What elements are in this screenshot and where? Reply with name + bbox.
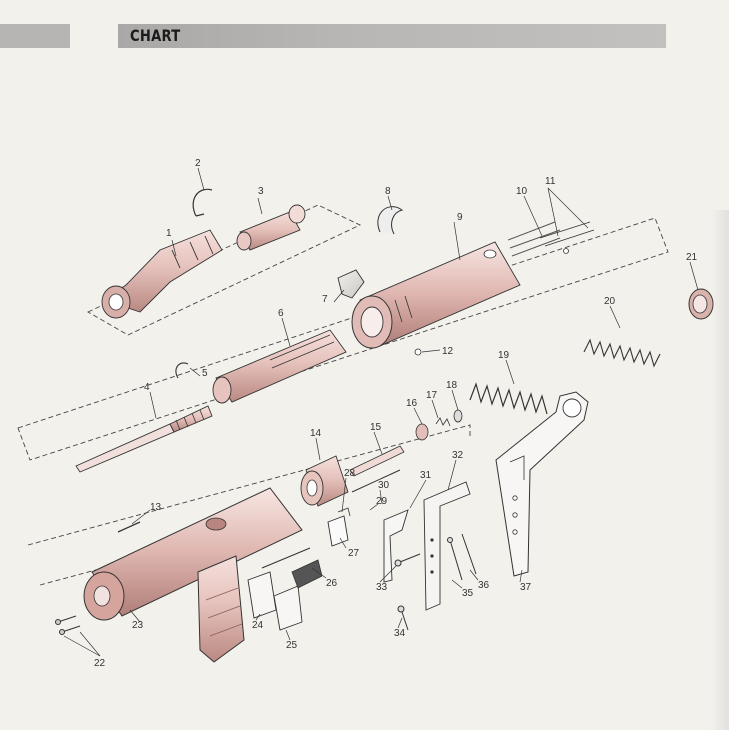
part-5-ring <box>175 362 189 379</box>
callout-29: 29 <box>376 496 388 507</box>
callout-14: 14 <box>310 428 322 439</box>
part-12-ball <box>414 348 422 356</box>
callout-22: 22 <box>94 658 106 669</box>
part-21-cap <box>688 288 714 320</box>
callout-28: 28 <box>344 468 356 479</box>
callout-10: 10 <box>516 186 528 197</box>
callout-35: 35 <box>462 588 474 599</box>
callout-labels: 2 3 1 8 9 10 11 21 7 6 12 20 5 4 19 18 1… <box>94 158 698 669</box>
part-22-screws <box>55 615 81 635</box>
callout-24: 24 <box>252 620 264 631</box>
callout-17: 17 <box>426 390 438 401</box>
callout-26: 26 <box>326 578 338 589</box>
callout-8: 8 <box>385 186 391 197</box>
part-8-ring <box>377 206 404 235</box>
parts-16-17-18 <box>415 409 463 441</box>
part-9-barrel <box>351 221 561 349</box>
callout-32: 32 <box>452 450 464 461</box>
callout-34: 34 <box>394 628 406 639</box>
callout-16: 16 <box>406 398 418 409</box>
callout-27: 27 <box>348 548 360 559</box>
callout-18: 18 <box>446 380 458 391</box>
callout-12: 12 <box>442 346 454 357</box>
callout-7: 7 <box>322 294 328 305</box>
header-bar: CHART <box>118 24 666 48</box>
part-2-clip <box>192 188 213 217</box>
part-37-bracket <box>495 391 589 577</box>
parts-33-36 <box>394 533 477 631</box>
part-1-sleeve <box>101 229 223 319</box>
part-32-plate <box>423 481 471 611</box>
callout-1: 1 <box>166 228 172 239</box>
header-left-bar <box>0 24 70 48</box>
page-title: CHART <box>130 26 181 45</box>
part-20-spring <box>583 338 661 368</box>
part-31-lever <box>383 509 409 583</box>
parts-27-28 <box>327 507 351 547</box>
part-23-main-body <box>83 487 303 663</box>
parts-24-25-26 <box>247 547 323 631</box>
callout-20: 20 <box>604 296 616 307</box>
callout-4: 4 <box>144 382 150 393</box>
part-6-piston <box>212 329 347 404</box>
part-14-bushing <box>300 455 349 507</box>
part-3-bushing <box>236 204 306 251</box>
callout-21: 21 <box>686 252 698 263</box>
page-edge-shadow <box>711 210 729 730</box>
callout-15: 15 <box>370 422 382 433</box>
callout-25: 25 <box>286 640 298 651</box>
callout-31: 31 <box>420 470 432 481</box>
part-13-pin <box>117 521 141 533</box>
callout-23: 23 <box>132 620 144 631</box>
callout-33: 33 <box>376 582 388 593</box>
callout-30: 30 <box>378 480 390 491</box>
callout-19: 19 <box>498 350 510 361</box>
callout-11: 11 <box>545 176 556 187</box>
part-19-spring <box>469 382 548 415</box>
callout-2: 2 <box>195 158 201 169</box>
part-15-rod <box>349 445 405 493</box>
callout-13: 13 <box>150 502 162 513</box>
leader-lines <box>63 167 699 657</box>
part-7-piece <box>337 269 365 299</box>
parts-10-11-pins <box>539 221 595 254</box>
callout-9: 9 <box>457 212 463 223</box>
callout-37: 37 <box>520 582 532 593</box>
part-4-firing-pin <box>75 405 213 473</box>
callout-5: 5 <box>202 368 208 379</box>
callout-6: 6 <box>278 308 284 319</box>
callout-36: 36 <box>478 580 490 591</box>
callout-3: 3 <box>258 186 264 197</box>
